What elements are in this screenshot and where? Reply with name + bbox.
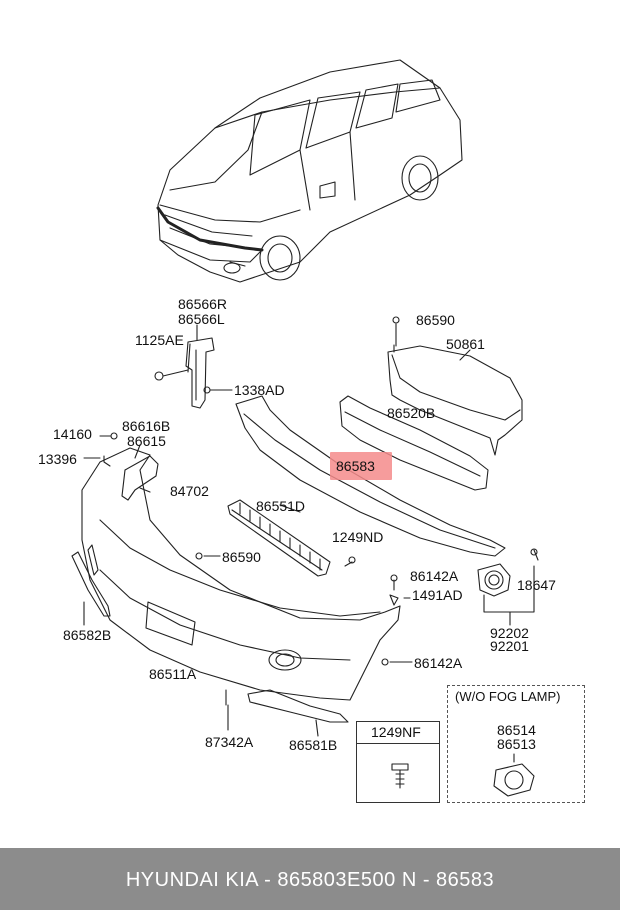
callout-86581b: 86581B: [289, 737, 338, 753]
callout-86615: 86615: [127, 433, 166, 449]
fastener-box-title: 1249NF: [371, 724, 421, 740]
bumper-exploded-diagram: [71, 59, 539, 797]
callout-86142a-bottom: 86142A: [414, 655, 463, 671]
callout-86513: 86513: [497, 736, 536, 752]
grille-86551d: [227, 499, 331, 577]
bumper-cover-86511a: [81, 447, 401, 701]
beam-86583: [235, 395, 506, 557]
inset-title: (W/O FOG LAMP): [455, 689, 561, 704]
fastener-box-divider: [356, 743, 440, 744]
vehicle-illustration: [157, 59, 463, 283]
callout-86514: 86514: [497, 722, 536, 738]
bracket-86566: [154, 337, 215, 409]
callout-13396: 13396: [38, 451, 77, 467]
bracket-86615: [121, 455, 159, 501]
footer-bar: [0, 848, 620, 910]
callout-18647: 18647: [517, 577, 556, 593]
callout-86590-mid: 86590: [222, 549, 261, 565]
callout-86511a: 86511A: [149, 666, 197, 682]
callout-86566r: 86566R: [178, 296, 228, 312]
callout-1491ad: 1491AD: [412, 587, 463, 603]
callout-1338ad: 1338AD: [234, 382, 285, 398]
callout-92202: 92202: [490, 625, 529, 641]
callout-84702: 84702: [170, 483, 209, 499]
callout-86566l: 86566L: [178, 311, 225, 327]
callout-1125ae: 1125AE: [135, 332, 184, 348]
callout-86142a-top: 86142A: [410, 568, 459, 584]
absorber-50861: [387, 316, 523, 456]
callout-87342a: 87342A: [205, 734, 254, 750]
callout-86551d: 86551D: [256, 498, 306, 514]
fog-lamp-assembly: [477, 548, 539, 597]
lip-86581b: [247, 689, 349, 723]
callout-14160: 14160: [53, 426, 92, 442]
no-fog-lamp-inset: [447, 685, 585, 803]
fastener-box: [356, 721, 440, 803]
callout-1249nd: 1249ND: [332, 529, 384, 545]
absorber-86520b: [339, 395, 489, 491]
callout-86582b: 86582B: [63, 627, 112, 643]
highlight-86583[interactable]: [330, 452, 392, 480]
callout-50861: 50861: [446, 336, 485, 352]
fog-cover-86514: [493, 753, 535, 797]
callout-92201: 92201: [490, 638, 529, 654]
callout-86583-highlighted[interactable]: 86583: [336, 458, 375, 474]
screw-1249nf: [391, 763, 409, 789]
callout-86590-top: 86590: [416, 312, 455, 328]
footer-part-number: HYUNDAI KIA - 865803E500 N - 86583: [125, 869, 495, 891]
callout-86520b: 86520B: [387, 405, 436, 421]
callout-86616b: 86616B: [122, 418, 171, 434]
strip-86582b: [71, 551, 111, 617]
